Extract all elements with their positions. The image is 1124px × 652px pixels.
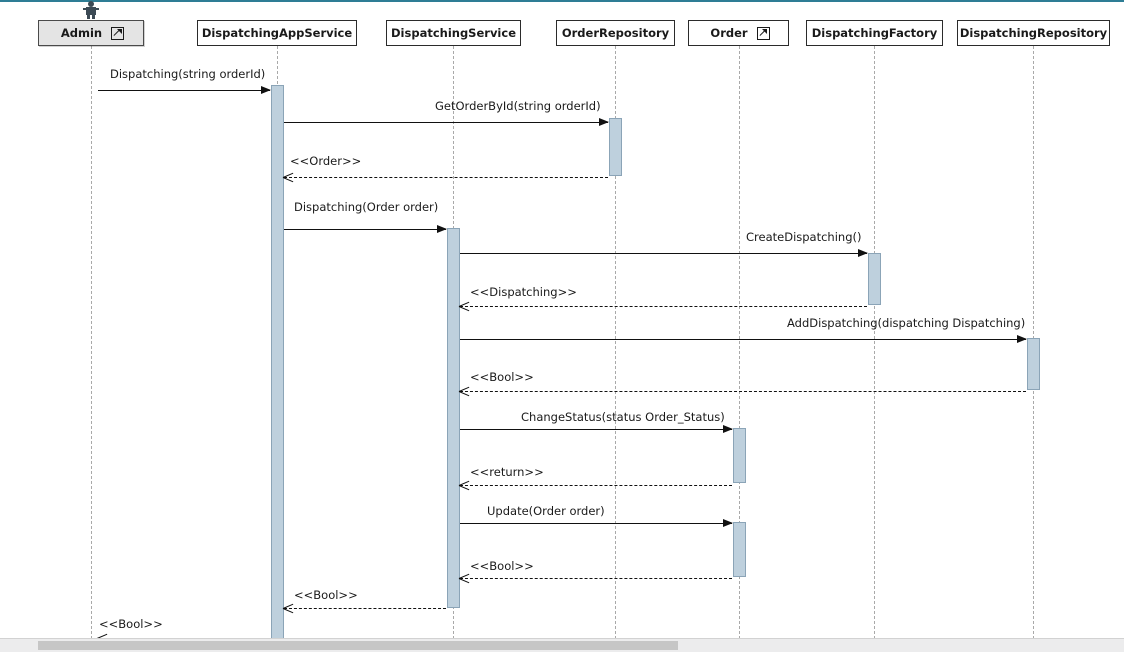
message-label-m10: <<return>>: [470, 465, 544, 479]
external-link-icon[interactable]: [111, 26, 125, 40]
activation-bar-factory[interactable]: [868, 253, 881, 305]
actor-icon: [83, 1, 99, 19]
activation-bar-appsvc[interactable]: [271, 85, 284, 645]
lifeline-label-svc: DispatchingService: [391, 26, 516, 40]
message-line: [460, 253, 867, 254]
arrowhead-solid-icon: [723, 424, 733, 433]
lifeline-header-disprepo[interactable]: DispatchingRepository: [957, 20, 1110, 46]
lifeline-label-orderrepo: OrderRepository: [561, 26, 670, 40]
lifeline-header-svc[interactable]: DispatchingService: [386, 20, 521, 46]
lifeline-factory: [874, 46, 875, 639]
activation-bar-disprepo[interactable]: [1027, 338, 1040, 390]
message-line: [460, 429, 732, 430]
activation-bar-svc[interactable]: [447, 228, 460, 608]
message-label-m3: <<Order>>: [290, 154, 362, 168]
message-label-m14: <<Bool>>: [99, 617, 163, 631]
lifeline-header-order[interactable]: Order: [688, 20, 789, 46]
horizontal-scrollbar[interactable]: [0, 638, 1124, 652]
message-line: [284, 229, 446, 230]
message-label-m11: Update(Order order): [487, 504, 605, 518]
lifeline-header-orderrepo[interactable]: OrderRepository: [556, 20, 675, 46]
arrowhead-open-icon: [459, 386, 469, 396]
arrowhead-open-icon: [283, 603, 293, 613]
lifeline-order: [739, 46, 740, 639]
lifeline-header-admin[interactable]: Admin: [38, 20, 144, 46]
arrowhead-open-icon: [459, 301, 469, 311]
message-label-m7: AddDispatching(dispatching Dispatching): [787, 316, 1026, 330]
lifeline-header-appsvc[interactable]: DispatchingAppService: [197, 20, 357, 46]
lifeline-admin: [91, 46, 92, 639]
lifeline-header-factory[interactable]: DispatchingFactory: [806, 20, 943, 46]
message-line: [460, 339, 1026, 340]
arrowhead-open-icon: [283, 172, 293, 182]
message-line: [98, 90, 270, 91]
message-label-m6: <<Dispatching>>: [470, 285, 577, 299]
arrowhead-solid-icon: [723, 518, 733, 527]
activation-bar-orderrepo[interactable]: [609, 118, 622, 176]
message-line: [284, 608, 446, 609]
message-label-m4: Dispatching(Order order): [294, 200, 439, 214]
lifeline-label-order: Order: [710, 26, 748, 40]
lifeline-label-appsvc: DispatchingAppService: [201, 26, 353, 40]
arrowhead-solid-icon: [261, 85, 271, 94]
message-line: [284, 177, 608, 178]
message-line: [284, 122, 608, 123]
horizontal-scrollbar-thumb[interactable]: [38, 641, 678, 650]
lifeline-label-factory: DispatchingFactory: [811, 26, 938, 40]
arrowhead-solid-icon: [437, 224, 447, 233]
message-line: [460, 485, 732, 486]
message-label-m8: <<Bool>>: [470, 370, 534, 384]
message-label-m1: Dispatching(string orderId): [110, 67, 266, 81]
activation-bar-order[interactable]: [733, 428, 746, 483]
arrowhead-solid-icon: [858, 248, 868, 257]
lifeline-label-disprepo: DispatchingRepository: [959, 26, 1108, 40]
message-label-m2: GetOrderById(string orderId): [435, 99, 601, 113]
message-label-m5: CreateDispatching(): [746, 230, 862, 244]
activation-bar-order[interactable]: [733, 522, 746, 577]
message-label-m12: <<Bool>>: [470, 559, 534, 573]
message-label-m9: ChangeStatus(status Order_Status): [521, 410, 725, 424]
arrowhead-open-icon: [459, 573, 469, 583]
external-link-icon[interactable]: [756, 26, 770, 40]
message-label-m13: <<Bool>>: [294, 588, 358, 602]
message-line: [460, 578, 732, 579]
lifeline-label-admin: Admin: [60, 26, 103, 40]
message-line: [460, 391, 1026, 392]
message-line: [460, 306, 867, 307]
message-line: [460, 523, 732, 524]
lifeline-orderrepo: [615, 46, 616, 639]
top-accent-rule: [0, 0, 1124, 2]
arrowhead-open-icon: [459, 480, 469, 490]
arrowhead-solid-icon: [1017, 334, 1027, 343]
arrowhead-solid-icon: [599, 117, 609, 126]
